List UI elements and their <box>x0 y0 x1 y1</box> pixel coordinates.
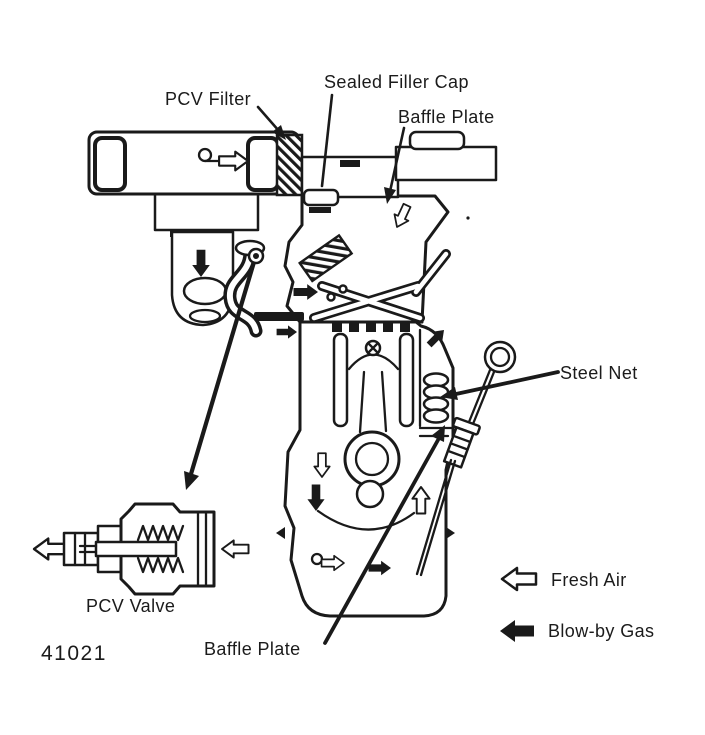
piston-and-crankshaft <box>332 332 415 509</box>
blow-by-arrow <box>276 325 297 339</box>
valve-cover-top <box>394 145 498 182</box>
dipstick-loop <box>483 340 517 374</box>
pcv-valve-callout-arrow <box>184 247 265 490</box>
air-intake-duct <box>87 130 498 327</box>
head-gasket-dashes <box>332 323 410 332</box>
label-baffle-plate-top: Baffle Plate <box>398 107 495 127</box>
fresh-air-arrow <box>32 537 68 561</box>
fresh-air-legend-icon <box>500 566 538 592</box>
oil-pan-interior <box>276 509 455 539</box>
pcv-valve-detail <box>32 502 250 596</box>
pcv-valve-spring <box>136 524 185 542</box>
figure-number: 41021 <box>41 642 107 665</box>
blow-by-gas-legend-icon <box>500 620 534 642</box>
oil-dipstick <box>415 340 517 577</box>
sealed-filler-cap-shape <box>302 188 340 207</box>
pcv-valve-plunger <box>94 540 178 558</box>
hose-clamp-right <box>246 136 280 192</box>
breather-hose <box>223 239 304 338</box>
label-steel-net: Steel Net <box>560 363 638 383</box>
callout-leaders <box>256 93 560 645</box>
fresh-air-flow-arrows <box>197 147 431 572</box>
labels: PCV Filter Sealed Filler Cap Baffle Plat… <box>41 72 638 665</box>
label-pcv-filter: PCV Filter <box>165 89 251 109</box>
legend-blow-by-gas-label: Blow-by Gas <box>548 621 654 641</box>
label-baffle-plate-bottom: Baffle Plate <box>204 639 301 659</box>
label-pcv-valve: PCV Valve <box>86 596 175 616</box>
label-sealed-filler-cap: Sealed Filler Cap <box>324 72 469 92</box>
legend-fresh-air-label: Fresh Air <box>551 570 627 590</box>
legend: Fresh Air Blow-by Gas <box>500 566 654 642</box>
steel-net-and-baffle <box>418 328 455 438</box>
dipstick-grip <box>442 416 481 469</box>
fresh-air-arrow <box>221 539 250 559</box>
pcv-filter-hatch <box>275 133 304 197</box>
hose-clamp-left <box>93 136 127 192</box>
head-interior-details <box>298 216 470 323</box>
